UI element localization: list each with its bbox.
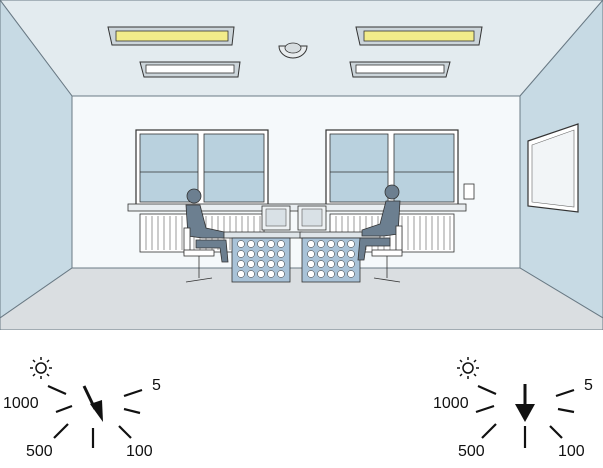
presence-detector-icon	[278, 42, 308, 59]
desk-hole	[347, 240, 355, 248]
desk-hole	[257, 260, 265, 268]
desk-hole	[267, 240, 275, 248]
desk-hole	[337, 270, 345, 278]
desk-hole	[317, 240, 325, 248]
desk-hole	[257, 250, 265, 258]
desk-hole	[317, 260, 325, 268]
desk-hole	[247, 250, 255, 258]
desk-hole	[277, 250, 285, 258]
brightness-dial-right: 1000 5 500 100	[430, 340, 600, 466]
sun-icon	[457, 357, 479, 379]
desk-hole	[237, 250, 245, 258]
desk-hole	[327, 250, 335, 258]
desk-hole	[337, 250, 345, 258]
desk-hole	[327, 260, 335, 268]
desk-hole	[307, 260, 315, 268]
desk-hole	[257, 240, 265, 248]
arrow-icon	[515, 384, 535, 422]
desk-hole	[247, 270, 255, 278]
ceiling-lamp-front-right	[355, 26, 483, 46]
dial-label-100: 100	[558, 443, 585, 460]
desk-hole	[327, 270, 335, 278]
monitor-left	[261, 205, 291, 231]
scale-ticks	[47, 384, 143, 448]
dial-label-5: 5	[584, 377, 593, 394]
desk-hole	[347, 250, 355, 258]
desk-hole	[327, 240, 335, 248]
desk-hole	[237, 240, 245, 248]
desk-hole	[247, 260, 255, 268]
window-sill	[127, 203, 467, 212]
desk-hole	[307, 250, 315, 258]
chair-left	[183, 227, 215, 283]
desk-hole	[307, 240, 315, 248]
floor	[0, 267, 603, 330]
sun-icon	[30, 357, 52, 379]
desk-hole	[317, 270, 325, 278]
ceiling-lamp-back-right	[349, 61, 451, 78]
scale-ticks	[475, 384, 575, 448]
desk-hole	[237, 260, 245, 268]
desk-hole	[307, 270, 315, 278]
desk-hole	[267, 270, 275, 278]
desk-hole	[317, 250, 325, 258]
wall-switch-icon	[463, 183, 475, 200]
dial-label-500: 500	[26, 443, 53, 460]
dial-label-500: 500	[458, 443, 485, 460]
arrow-icon	[82, 385, 103, 422]
ceiling-lamp-back-left	[139, 61, 241, 78]
dial-label-1000: 1000	[3, 395, 39, 412]
chair-right	[371, 225, 403, 283]
desk-hole	[277, 260, 285, 268]
ceiling-lamp-front-left	[107, 26, 235, 46]
window-left	[135, 129, 269, 206]
desk-hole	[237, 270, 245, 278]
desk-hole	[347, 270, 355, 278]
brightness-dial-left: 1000 5 500 100	[0, 340, 170, 466]
desk-hole	[337, 260, 345, 268]
room-scene	[0, 0, 603, 330]
desk-hole	[277, 270, 285, 278]
desk-hole	[347, 260, 355, 268]
monitor-right	[297, 205, 327, 231]
desk-hole	[337, 240, 345, 248]
desk-hole	[257, 270, 265, 278]
desk-hole	[277, 240, 285, 248]
dial-label-1000: 1000	[433, 395, 469, 412]
person-right	[357, 184, 401, 261]
desk-hole	[247, 240, 255, 248]
desk-hole	[267, 260, 275, 268]
dial-label-100: 100	[126, 443, 153, 460]
desk-hole	[267, 250, 275, 258]
dial-label-5: 5	[152, 377, 161, 394]
